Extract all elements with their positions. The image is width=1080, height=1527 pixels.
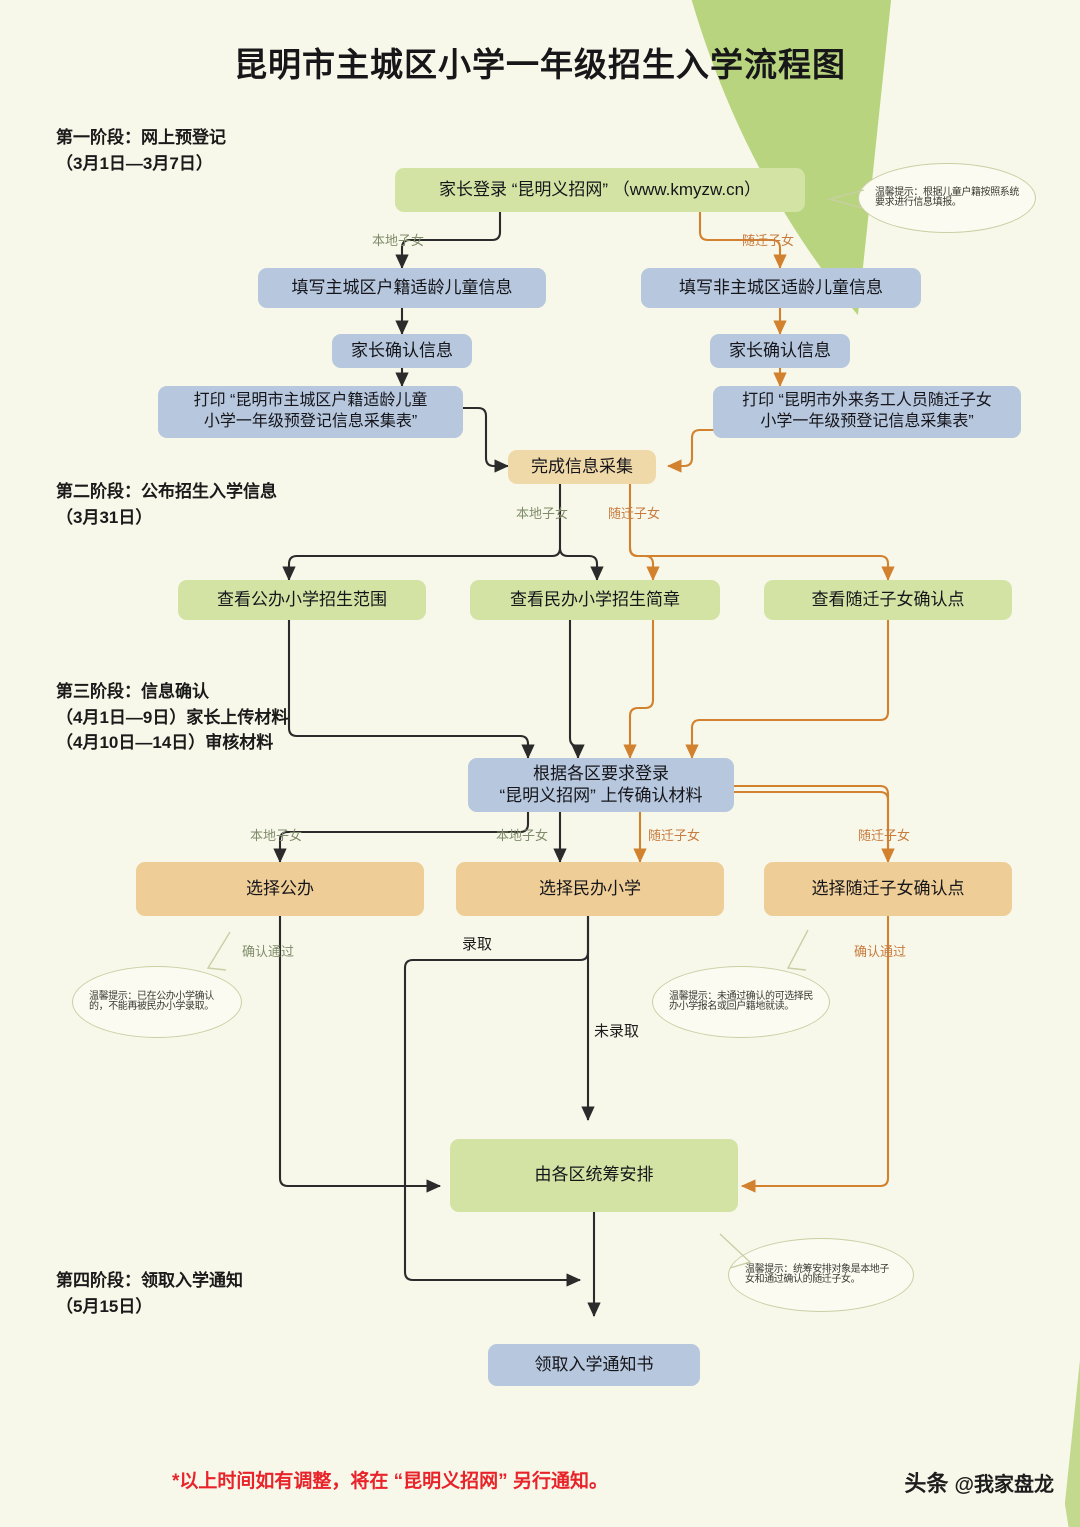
edge-label-migrant-3: 随迁子女	[648, 828, 701, 843]
node-fill-local-info[interactable]: 填写主城区户籍适龄儿童信息	[258, 268, 546, 308]
tooltip-text-1: 温馨提示：根据儿童户籍按照系统要求进行信息填报。	[875, 186, 1019, 208]
watermark-handle: @我家盘龙	[954, 1474, 1054, 1496]
node-confirm-local-info[interactable]: 家长确认信息	[332, 334, 472, 368]
node-print-migrant-form[interactable]: 打印 “昆明市外来务工人员随迁子女 小学一年级预登记信息采集表”	[713, 386, 1021, 438]
edge-label-migrant-4: 随迁子女	[858, 828, 911, 843]
tooltip-tail-4	[716, 1232, 758, 1274]
edge-label-migrant-2: 随迁子女	[608, 506, 661, 521]
tooltip-callout-4: 温馨提示：统筹安排对象是本地子女和通过确认的随迁子女。	[728, 1238, 914, 1312]
phase-label-4: 第四阶段：领取入学通知 （5月15日）	[56, 1271, 243, 1316]
node-choose-public-school[interactable]: 选择公办	[136, 862, 424, 916]
tooltip-text-2: 温馨提示：已在公办小学确认的，不能再被民办小学录取。	[89, 990, 214, 1012]
tooltip-tail-2	[196, 930, 236, 974]
node-upload-confirm-materials[interactable]: 根据各区要求登录 “昆明义招网” 上传确认材料	[468, 758, 734, 812]
edge-label-not-admitted: 未录取	[594, 1023, 640, 1040]
watermark: 头条 @我家盘龙	[904, 1466, 1054, 1498]
edge-label-local-3: 本地子女	[250, 828, 303, 843]
node-view-migrant-confirm-point[interactable]: 查看随迁子女确认点	[764, 580, 1012, 620]
node-choose-private-school[interactable]: 选择民办小学	[456, 862, 724, 916]
tooltip-text-4: 温馨提示：统筹安排对象是本地子女和通过确认的随迁子女。	[745, 1263, 889, 1285]
edge-label-admitted: 录取	[462, 936, 493, 953]
node-view-public-school-scope[interactable]: 查看公办小学招生范围	[178, 580, 426, 620]
tooltip-callout-3: 温馨提示：未通过确认的可选择民办小学报名或回户籍地就读。	[652, 966, 830, 1038]
edge-label-local-1: 本地子女	[372, 233, 425, 248]
edge-label-confirm-pass-left: 确认通过	[242, 944, 295, 959]
phase-label-1: 第一阶段：网上预登记 （3月1日—3月7日）	[56, 128, 226, 173]
edge-label-migrant-1: 随迁子女	[742, 233, 795, 248]
node-confirm-migrant-info[interactable]: 家长确认信息	[710, 334, 850, 368]
phase-label-3: 第三阶段：信息确认 （4月1日—9日）家长上传材料 （4月10日—14日）审核材…	[56, 682, 289, 752]
node-choose-migrant-confirm-point[interactable]: 选择随迁子女确认点	[764, 862, 1012, 916]
edge-label-confirm-pass-right: 确认通过	[854, 944, 907, 959]
node-district-arrangement[interactable]: 由各区统筹安排	[450, 1139, 738, 1212]
tooltip-tail-1	[826, 186, 866, 212]
tooltip-callout-2: 温馨提示：已在公办小学确认的，不能再被民办小学录取。	[72, 966, 242, 1038]
node-get-admission-notice[interactable]: 领取入学通知书	[488, 1344, 700, 1386]
node-collection-complete[interactable]: 完成信息采集	[508, 450, 656, 484]
tooltip-callout-1: 温馨提示：根据儿童户籍按照系统要求进行信息填报。	[858, 163, 1036, 233]
edge-label-local-2: 本地子女	[516, 506, 569, 521]
footnote-text: *以上时间如有调整，将在 “昆明义招网” 另行通知。	[172, 1471, 608, 1492]
node-parent-login[interactable]: 家长登录 “昆明义招网” （www.kmyzw.cn）	[395, 168, 805, 212]
phase-label-2: 第二阶段：公布招生入学信息 （3月31日）	[56, 482, 277, 527]
node-fill-migrant-info[interactable]: 填写非主城区适龄儿童信息	[641, 268, 921, 308]
node-print-local-form[interactable]: 打印 “昆明市主城区户籍适龄儿童 小学一年级预登记信息采集表”	[158, 386, 463, 438]
watermark-brand: 头条	[904, 1471, 949, 1496]
tooltip-tail-3	[774, 928, 818, 974]
edge-label-local-4: 本地子女	[496, 828, 549, 843]
node-view-private-school-brochure[interactable]: 查看民办小学招生简章	[470, 580, 720, 620]
tooltip-text-3: 温馨提示：未通过确认的可选择民办小学报名或回户籍地就读。	[669, 990, 813, 1012]
page-title: 昆明市主城区小学一年级招生入学流程图	[234, 46, 846, 83]
